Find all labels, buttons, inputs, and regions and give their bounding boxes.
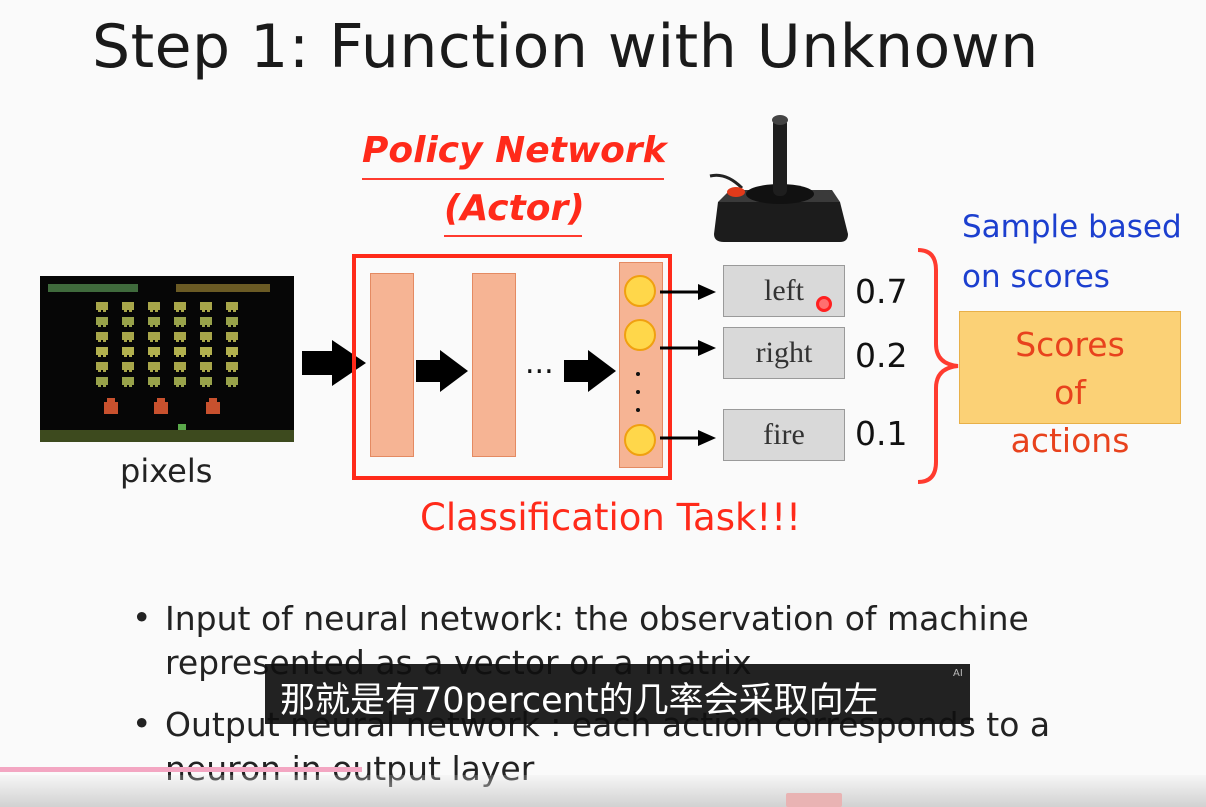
output-arrow bbox=[660, 340, 716, 356]
bullet-dot: • bbox=[132, 598, 152, 637]
video-progress-bar[interactable] bbox=[0, 767, 362, 772]
ellipsis-text: ... bbox=[525, 346, 554, 381]
control-button[interactable] bbox=[786, 793, 842, 807]
classification-task-text: Classification Task!!! bbox=[420, 496, 801, 539]
actor-label: (Actor) bbox=[444, 188, 585, 229]
action-left-box: left bbox=[723, 265, 845, 317]
sample-based-on-scores-text: Sample based on scores bbox=[962, 209, 1182, 295]
slide-title: Step 1: Function with Unknown bbox=[92, 12, 1039, 82]
output-arrow bbox=[660, 284, 716, 300]
layer-arrow-2 bbox=[564, 350, 616, 392]
joystick-icon bbox=[709, 115, 848, 242]
action-right-box: right bbox=[723, 327, 845, 379]
ai-badge: AI bbox=[953, 668, 963, 679]
actor-underline bbox=[444, 235, 582, 237]
video-control-bar bbox=[0, 775, 1206, 807]
vdots bbox=[636, 390, 640, 394]
layer-arrow-1 bbox=[416, 350, 468, 392]
policy-underline bbox=[362, 178, 664, 180]
bullet-dot: • bbox=[132, 704, 152, 743]
action-label: left bbox=[764, 274, 804, 307]
output-neuron bbox=[624, 275, 656, 307]
scores-of-actions-text: Scores of actions bbox=[1010, 325, 1130, 460]
cursor-pointer-dot bbox=[816, 296, 832, 312]
action-fire-box: fire bbox=[723, 409, 845, 461]
policy-network-label: Policy Network bbox=[362, 130, 667, 171]
subtitle-bar bbox=[265, 664, 970, 724]
vdots bbox=[636, 408, 640, 412]
subtitle-text: 那就是有70percent的几率会采取向左 bbox=[280, 681, 879, 721]
output-neuron bbox=[624, 424, 656, 456]
scores-of-actions-box: Scores of actions bbox=[959, 311, 1181, 460]
score-fire: 0.1 bbox=[855, 414, 908, 453]
input-arrow bbox=[302, 340, 366, 386]
policy-network-box bbox=[352, 254, 672, 480]
hidden-layer-2 bbox=[472, 273, 516, 457]
game-screen-image bbox=[40, 276, 294, 442]
curly-brace bbox=[917, 248, 959, 484]
input-label: pixels bbox=[120, 452, 213, 490]
output-neuron bbox=[624, 319, 656, 351]
hidden-layer-1 bbox=[370, 273, 414, 457]
output-arrow bbox=[660, 430, 716, 446]
vdots bbox=[636, 372, 640, 376]
score-right: 0.2 bbox=[855, 336, 908, 375]
score-left: 0.7 bbox=[855, 272, 908, 311]
action-label: right bbox=[755, 336, 813, 369]
bullet-1-line-1: Input of neural network: the observation… bbox=[165, 599, 1029, 638]
action-label: fire bbox=[763, 418, 805, 451]
